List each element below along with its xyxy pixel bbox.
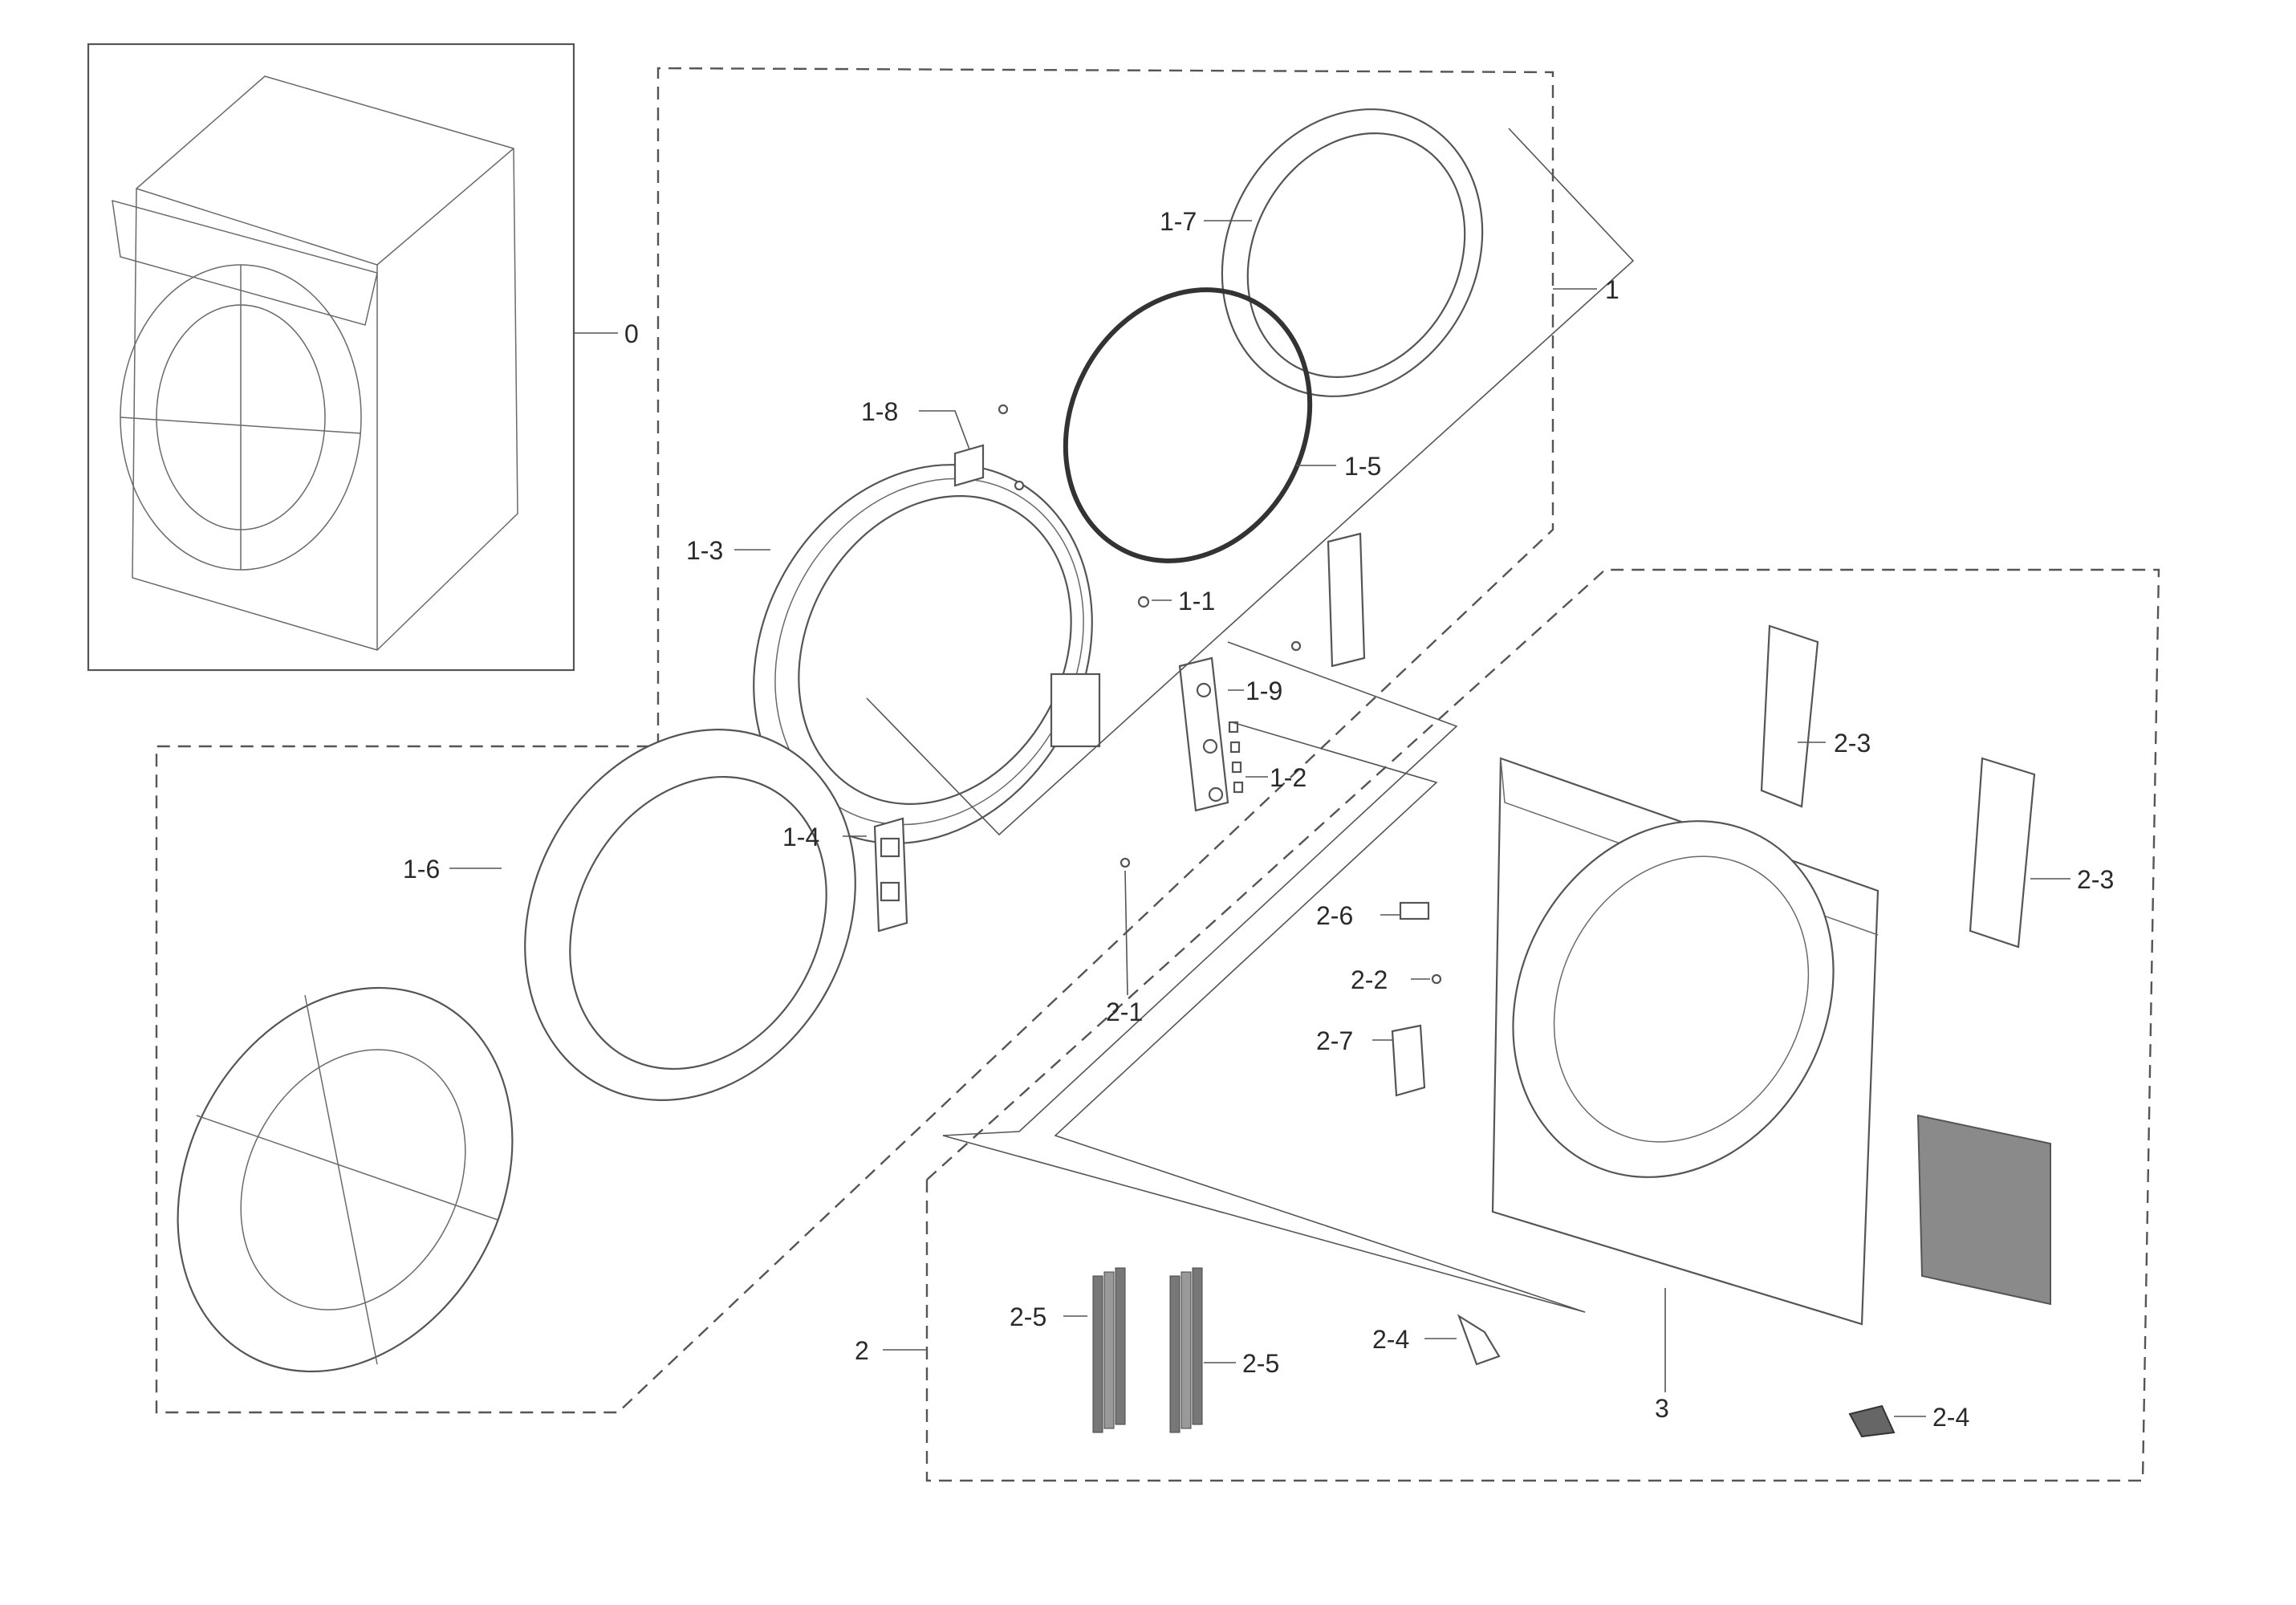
callout-3: 3 (1655, 1394, 1669, 1423)
callout-2-3-upper: 2-3 (1834, 729, 1871, 758)
screw-2-2 (1411, 973, 1442, 985)
hinge-plate (1290, 532, 1366, 668)
callout-2-7: 2-7 (1316, 1026, 1353, 1055)
callout-2-3-lower: 2-3 (2077, 865, 2114, 894)
callout-1: 1 (1605, 275, 1619, 304)
callout-1-8: 1-8 (861, 397, 898, 426)
callout-2-5-left: 2-5 (1010, 1302, 1046, 1331)
bracket-2-3-left (1760, 624, 1826, 808)
filter-screen (1916, 1114, 2051, 1306)
callout-1-6: 1-6 (403, 855, 440, 884)
plate-2-7 (1372, 1024, 1426, 1097)
group-1-boundary (155, 67, 1554, 1414)
callout-1-3: 1-3 (686, 536, 723, 565)
clip-2-4-upper (1424, 1314, 1501, 1366)
door-outer-ring (1204, 108, 1484, 397)
assembly-overview (87, 43, 618, 672)
bracket-2-3-right (1969, 757, 2070, 949)
hinge-1-4 (843, 817, 908, 933)
callout-2-6: 2-6 (1316, 901, 1353, 930)
assembly-guides (866, 128, 1635, 1313)
callout-2: 2 (855, 1336, 869, 1365)
screw-2-1 (1120, 857, 1131, 996)
callout-2-4-lower: 2-4 (1932, 1403, 1969, 1432)
callout-1-4: 1-4 (782, 823, 819, 851)
callout-1-9: 1-9 (1246, 677, 1282, 705)
latch-1-9 (1178, 656, 1244, 812)
callout-1-7: 1-7 (1160, 207, 1197, 236)
callout-1-5: 1-5 (1344, 452, 1381, 481)
callout-1-2: 1-2 (1270, 763, 1306, 792)
switch-2-6 (1380, 901, 1430, 920)
door-gasket (1063, 287, 1336, 563)
spacers-1-2 (1228, 721, 1268, 794)
strips-2-5-left (1063, 1267, 1126, 1433)
strips-2-5-right (1169, 1267, 1236, 1433)
callout-2-2: 2-2 (1351, 965, 1388, 994)
front-panel-3 (1491, 757, 1879, 1392)
callout-2-5-right: 2-5 (1242, 1349, 1279, 1378)
door-outer-shell (449, 729, 856, 1101)
callout-2-4-upper: 2-4 (1372, 1325, 1409, 1354)
clip-2-4-lower (1848, 1404, 1926, 1438)
screw-1-1 (1137, 595, 1172, 608)
group-2-boundary (925, 568, 2160, 1482)
callout-1-1: 1-1 (1178, 587, 1215, 616)
callout-2-1: 2-1 (1106, 998, 1143, 1026)
callout-0: 0 (624, 319, 639, 348)
door-inner-frame (734, 464, 1101, 844)
door-glass (177, 986, 514, 1373)
bracket-1-8 (919, 404, 1025, 491)
